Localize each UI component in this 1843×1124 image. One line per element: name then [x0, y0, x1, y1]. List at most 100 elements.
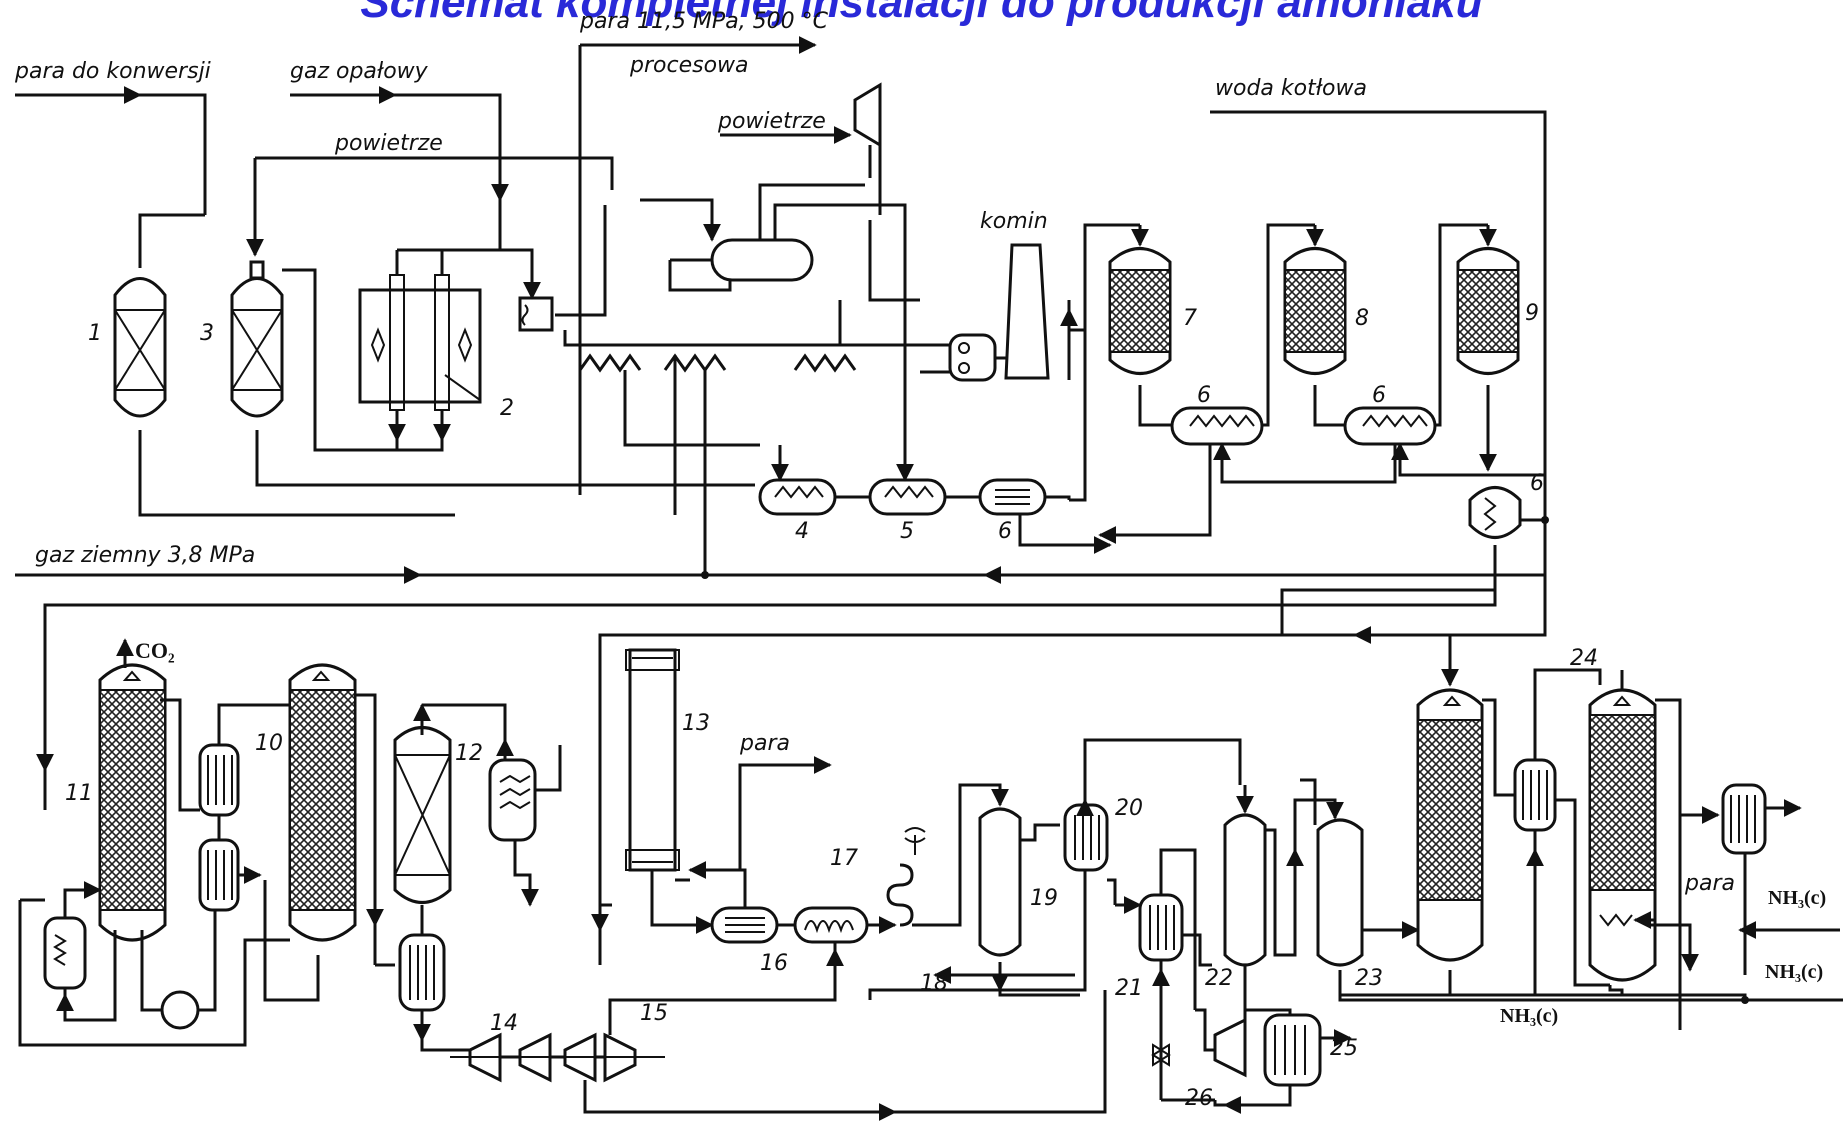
exchanger-20-top: [1085, 740, 1240, 805]
feed-preheater: [490, 760, 535, 840]
coil-line-1: [625, 370, 760, 445]
label-process: procesowa: [629, 53, 749, 78]
unit-label-24: 24: [1570, 646, 1598, 671]
converter-8-outlet: [1315, 385, 1345, 425]
exchanger-to-absorber: [65, 890, 100, 918]
unit-label-6d: 6: [1530, 471, 1544, 496]
unit-label-9: 9: [1525, 301, 1539, 326]
convection-coil-left: [580, 356, 640, 370]
converter-7-outlet: [1140, 385, 1172, 425]
exchanger-6-b: [1345, 408, 1435, 444]
exchanger-6b-return: [1222, 444, 1395, 482]
drum-feed-line: [640, 200, 712, 240]
unit-label-6c: 6: [1372, 383, 1386, 408]
unit-label-26: 26: [1185, 1086, 1213, 1111]
waste-heat-boiler-16: [712, 908, 777, 942]
unit-label-15: 15: [640, 1001, 668, 1026]
exchanger-6d-outlet: [1045, 497, 1069, 500]
heater-right-line: [535, 745, 560, 790]
ammonia-exchanger: [1515, 760, 1555, 830]
fan-inlet-lines: [920, 345, 950, 372]
junction-dot-3: [1741, 996, 1749, 1004]
air-line: [255, 158, 612, 190]
condenser-25-bottom: [1215, 1085, 1290, 1105]
chimney-feed: [1069, 300, 1085, 330]
product-cooler: [1723, 785, 1765, 853]
unit-label-13: 13: [682, 711, 710, 736]
steam-to-conversion-line-2: [140, 95, 205, 215]
methanator-outlet-cooler: [400, 935, 444, 1010]
exchanger-20: [1065, 805, 1107, 870]
exchanger-6c-outlet: [1282, 545, 1495, 635]
exchanger-6-c: [1470, 488, 1520, 538]
heater-bottom-line: [515, 840, 530, 905]
unit-label-19: 19: [1030, 886, 1058, 911]
convection-coil-right: [795, 356, 855, 370]
junction-dot-1: [1541, 516, 1549, 524]
reformer-furnace-2: [360, 275, 480, 410]
air-compressor-top: [855, 85, 880, 145]
label-natural-gas: gaz ziemny 3,8 MPa: [35, 543, 255, 568]
flue-gas-fan: [950, 335, 995, 380]
label-steam-mid: para: [739, 731, 790, 756]
converter-13-outlet: [652, 870, 712, 925]
circulation-pump: [162, 992, 198, 1028]
junction-dot-2: [701, 571, 709, 579]
converter-13-side: [600, 880, 690, 905]
unit-label-23: 23: [1355, 966, 1383, 991]
stripper-10: [290, 665, 355, 940]
furnace-heat-exchanger: [520, 298, 552, 330]
label-fuel-gas: gaz opałowy: [290, 59, 429, 84]
refrigeration-compressor-26: [1215, 1020, 1245, 1075]
label-steam-top: para 11,5 MPa, 500 °C: [579, 9, 829, 34]
reactor-1-outlet-line: [140, 430, 455, 515]
unit-label-25: 25: [1330, 1036, 1358, 1061]
reactor-3: [232, 262, 282, 416]
exchanger-21-to-22: [1182, 935, 1212, 965]
unit-label-6a: 6: [998, 519, 1012, 544]
unit-label-10: 10: [255, 731, 283, 756]
label-steam-right: para: [1684, 871, 1735, 896]
reactor-1: [115, 279, 165, 417]
absorber-11: [100, 665, 165, 940]
unit-label-14: 14: [490, 1011, 518, 1036]
stripper-overhead: [355, 695, 375, 965]
separator-19: [980, 809, 1020, 955]
lean-rich-exchanger: [200, 840, 238, 910]
unit-label-5: 5: [900, 519, 914, 544]
exchanger-4: [760, 480, 835, 514]
separator-22: [1225, 815, 1265, 965]
chimney: [1006, 245, 1048, 378]
exchanger-17: [795, 908, 867, 942]
unit-label-22: 22: [1205, 966, 1233, 991]
unit-label-1: 1: [88, 321, 102, 346]
synthesis-converter-13: [626, 650, 679, 870]
drum-outlet-right: [870, 220, 920, 300]
exchanger-21: [1140, 895, 1182, 960]
exchanger-5: [870, 480, 945, 514]
converter-7: [1110, 249, 1170, 374]
converter-9: [1458, 249, 1518, 374]
unit-label-11: 11: [65, 781, 93, 806]
air-cooler-18: [888, 828, 925, 925]
exchanger-20-side: [1107, 880, 1115, 905]
column-24-overhead: [1655, 700, 1680, 1030]
label-air-2: powietrze: [717, 109, 826, 134]
unit-label-17: 17: [830, 846, 858, 871]
unit-label-8: 8: [1355, 306, 1369, 331]
unit-label-21: 21: [1115, 976, 1143, 1001]
amine-heat-exchanger: [45, 918, 85, 988]
exchanger-6d-bottom: [1020, 514, 1110, 545]
unit-label-6b: 6: [1197, 383, 1211, 408]
boiler-16-to-converter: [690, 870, 745, 908]
furnace-feed-header: [397, 250, 500, 275]
distillation-column-24: [1590, 690, 1655, 980]
refrig-suction: [1195, 1010, 1215, 1050]
steam-drum: [712, 240, 812, 280]
label-boiler-water: woda kotłowa: [1215, 76, 1367, 101]
separator-23-in: [1325, 800, 1335, 818]
label-steam-conversion: para do konwersji: [14, 59, 211, 84]
separator-19-vapor: [1020, 825, 1060, 840]
